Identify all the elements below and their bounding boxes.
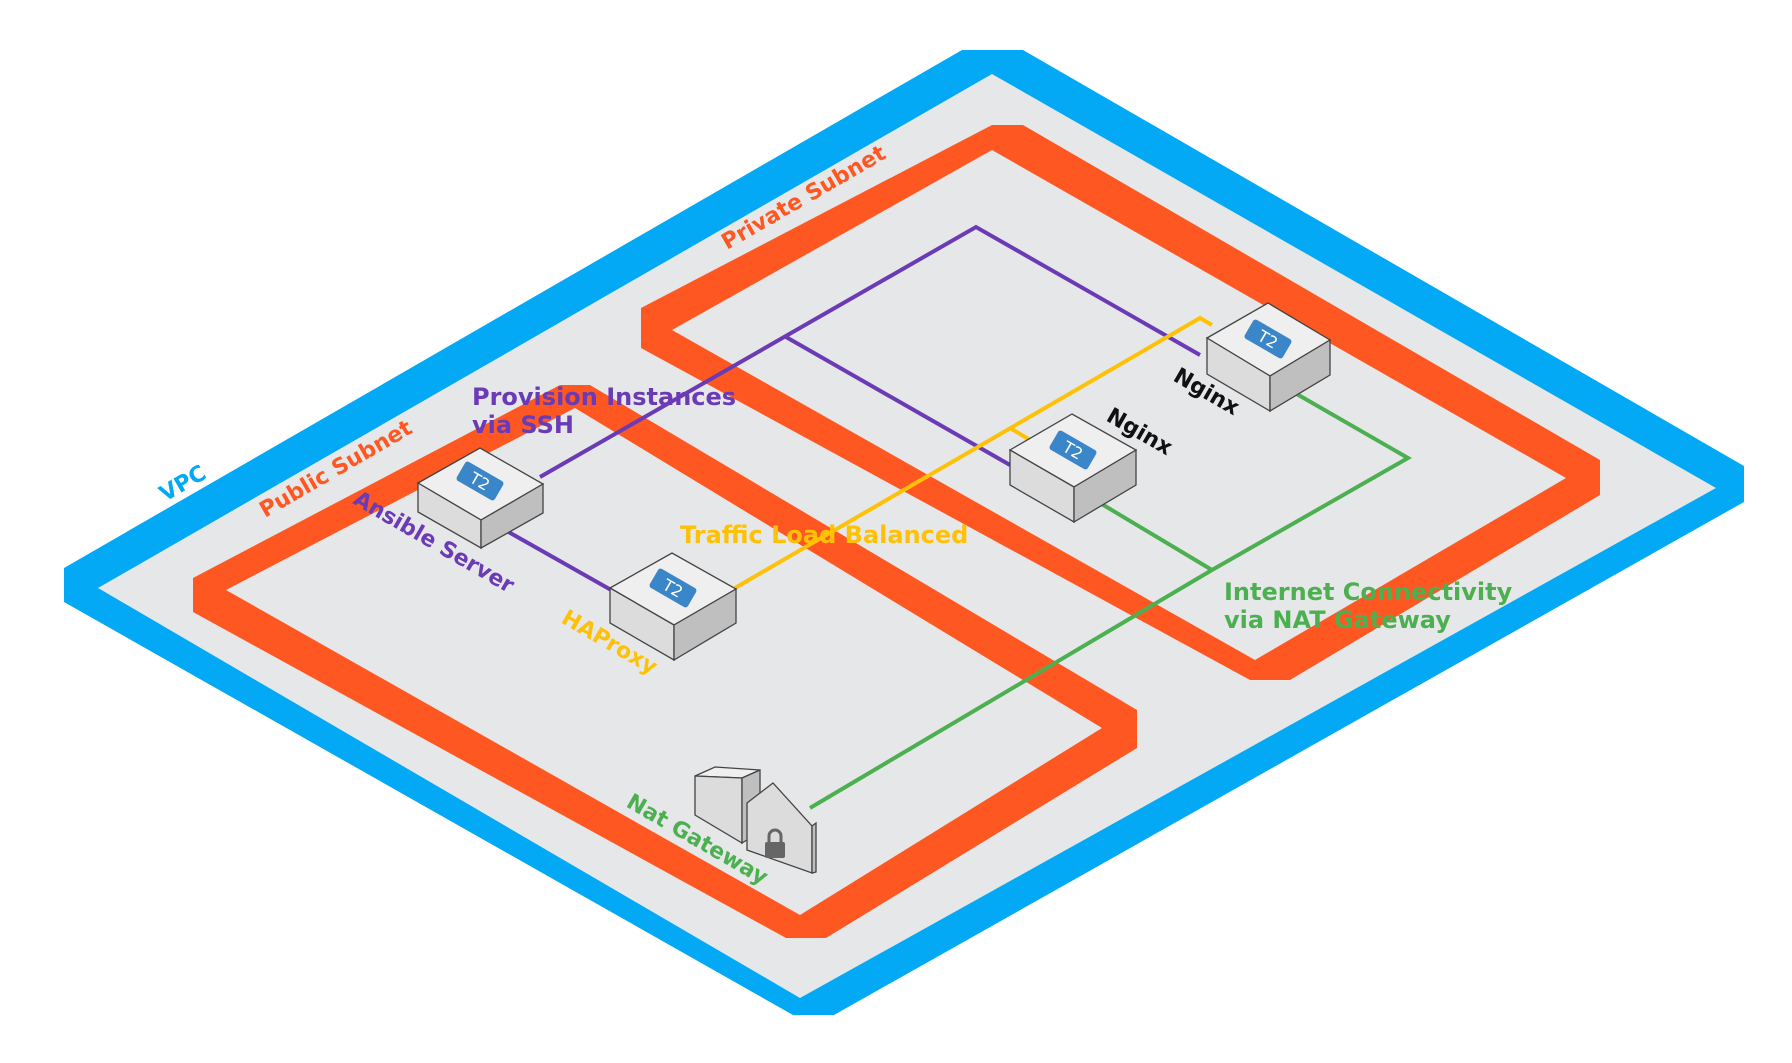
nginx-instance-2[interactable]: T2 [1008, 413, 1138, 524]
nat-gateway-instance[interactable] [694, 766, 817, 874]
internet-label-line2: via NAT Gateway [1224, 606, 1451, 634]
internet-line-nat [808, 568, 1214, 810]
internet-lines [808, 391, 1413, 810]
traffic-label: Traffic Load Balanced [680, 521, 968, 549]
nginx-instance-1[interactable]: T2 [1205, 302, 1332, 413]
traffic-line-nginx2 [1008, 426, 1032, 442]
traffic-line-nginx1 [733, 315, 1214, 590]
internet-line-nginx2 [1098, 501, 1214, 572]
provision-label-line1: Provision Instances [472, 383, 736, 411]
ssh-line-backbone [539, 224, 1201, 479]
lock-icon [765, 828, 785, 858]
provision-label-line2: via SSH [472, 411, 574, 439]
traffic-lines [733, 315, 1214, 590]
ssh-line-nginx2 [785, 335, 1011, 467]
ansible-server-instance[interactable]: T2 [416, 447, 545, 550]
internet-label-line1: Internet Connectivity [1224, 578, 1513, 606]
ssh-lines [504, 224, 1201, 597]
public-subnet-floor [226, 408, 1102, 915]
haproxy-instance[interactable]: T2 [608, 552, 738, 662]
internet-line-nginx1 [1211, 391, 1413, 572]
ssh-line-haproxy [504, 528, 621, 597]
private-subnet-floor [672, 150, 1566, 660]
